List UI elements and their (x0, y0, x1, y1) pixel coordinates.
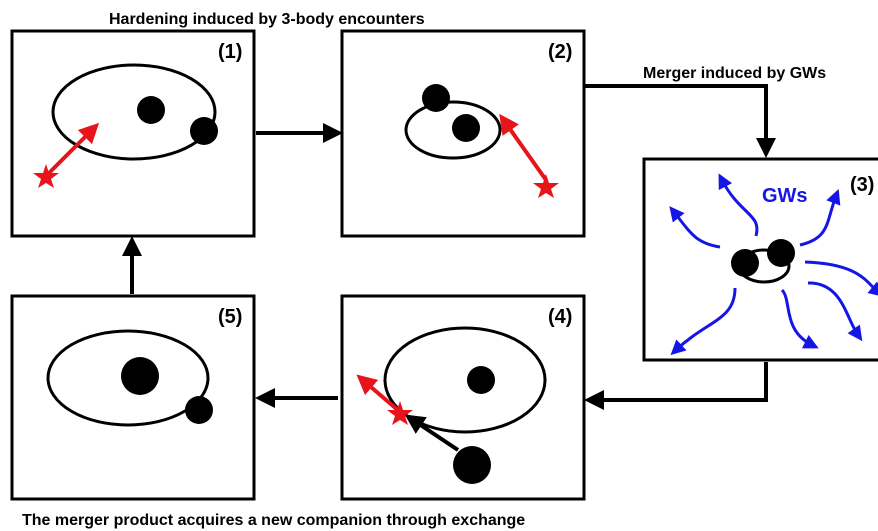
companion-velocity-arrow (404, 414, 460, 452)
merger-remnant (121, 357, 159, 395)
gw-arrow (807, 281, 863, 342)
black-hole-primary (422, 84, 450, 112)
black-hole-primary (731, 249, 759, 277)
panel-4: (4) (340, 294, 586, 501)
orbit-ellipse (46, 329, 210, 427)
panel-5: (5) (10, 294, 256, 501)
intruder-velocity-arrow (499, 113, 548, 182)
arrow-3-to-4 (584, 362, 768, 410)
intruder-star (533, 174, 559, 198)
gw-arrow (799, 188, 841, 247)
bottom-caption: The merger product acquires a new compan… (22, 512, 525, 529)
orbit-ellipse (383, 326, 547, 434)
panel-3: (3) GWs (642, 157, 878, 362)
gw-arrows (669, 173, 878, 356)
panel-3-number: (3) (850, 174, 874, 196)
panel-1: (1) (10, 29, 256, 238)
black-hole-primary (137, 96, 165, 124)
black-hole-companion (767, 239, 795, 267)
gw-arrow (718, 173, 759, 237)
new-companion (453, 446, 491, 484)
gw-arrow (804, 260, 878, 297)
merger-caption: Merger induced by GWs (643, 65, 826, 82)
arrow-2-to-3 (584, 84, 776, 158)
ejected-star-arrow (356, 374, 402, 414)
orbit-ellipse (51, 63, 217, 161)
panel-5-number: (5) (218, 306, 242, 328)
gw-arrow (780, 288, 819, 349)
gws-label: GWs (762, 185, 808, 207)
black-hole-companion (452, 114, 480, 142)
panel-2-number: (2) (548, 41, 572, 63)
panel-4-number: (4) (548, 306, 572, 328)
gw-arrow (669, 206, 721, 249)
panel-2: (2) (340, 29, 586, 238)
intruder-star (33, 164, 59, 188)
new-companion (185, 396, 213, 424)
ejected-star (387, 401, 413, 425)
top-caption: Hardening induced by 3-body encounters (109, 11, 425, 28)
panel-1-number: (1) (218, 41, 242, 63)
black-hole-companion (190, 117, 218, 145)
gw-arrow (670, 287, 737, 356)
merger-remnant (467, 366, 495, 394)
intruder-velocity-arrow (44, 122, 100, 178)
